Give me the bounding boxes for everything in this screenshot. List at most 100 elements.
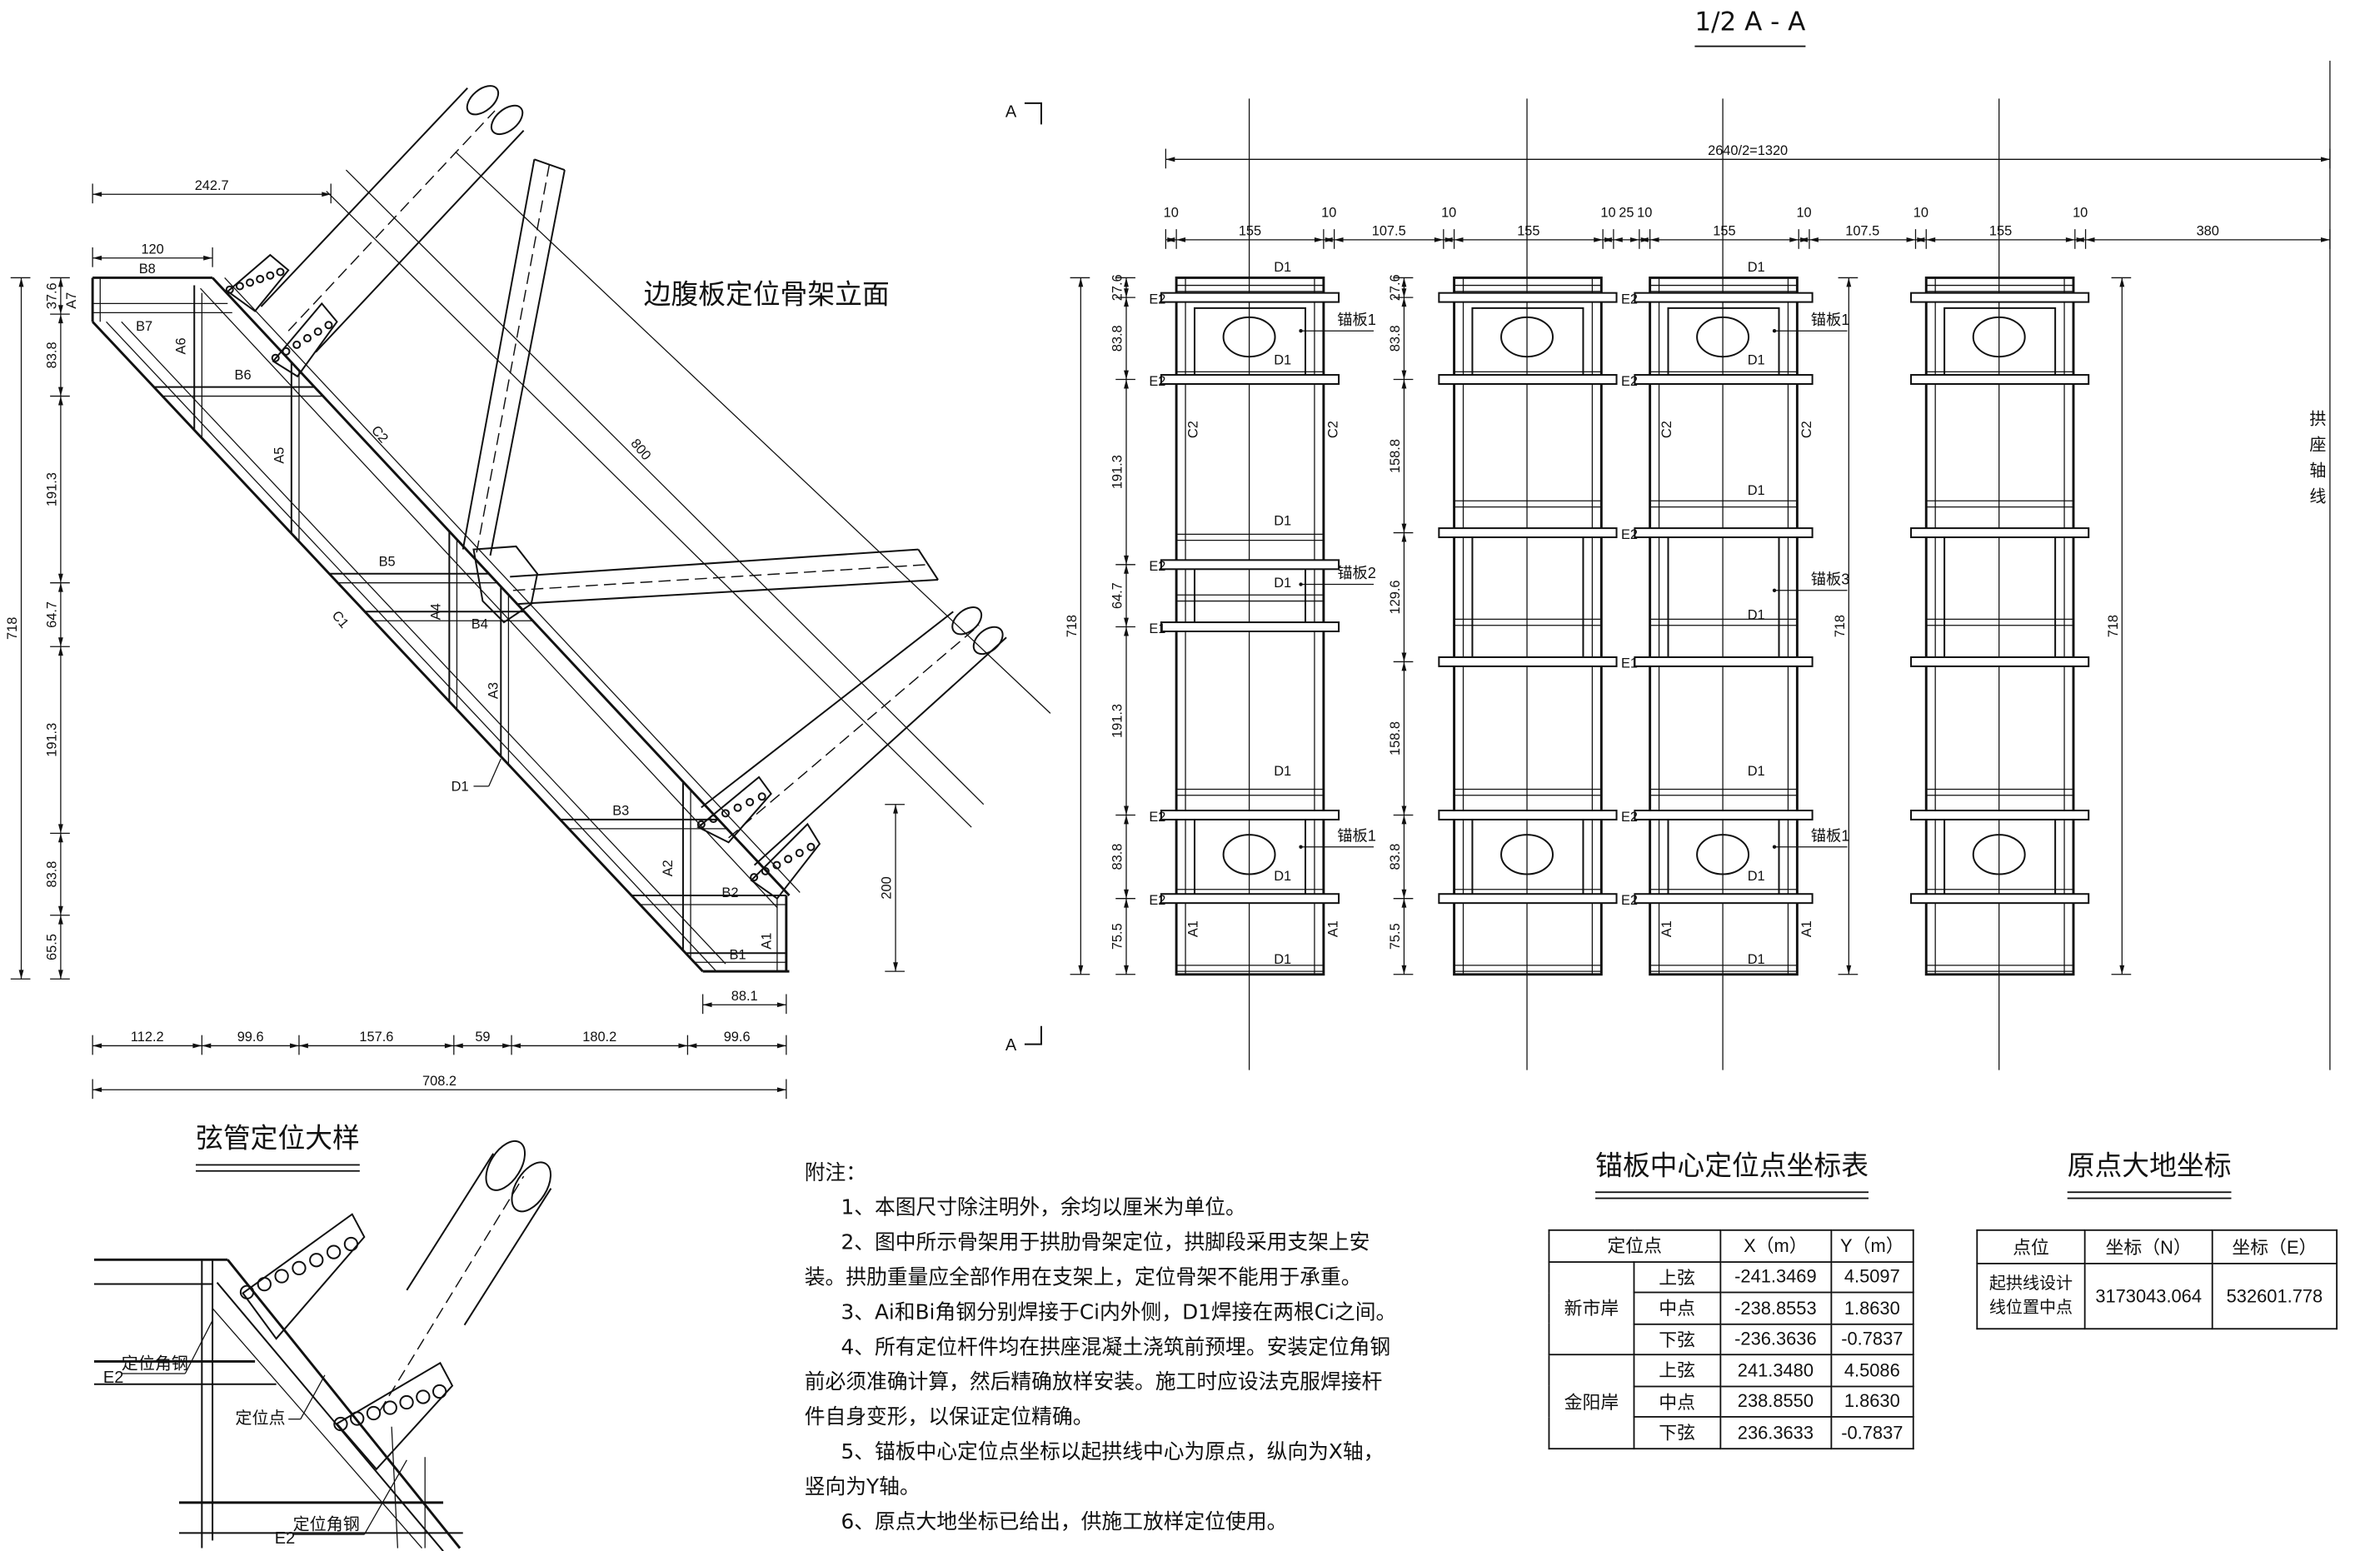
d1-label: D1 (1748, 869, 1765, 884)
web-strut (462, 159, 536, 550)
dimension-label: 191.3 (44, 472, 59, 506)
arrowhead (1124, 617, 1129, 627)
arrowhead (776, 1043, 786, 1049)
anchor-plate-label: 锚板1 (1337, 312, 1376, 328)
x-cell: 236.3633 (1719, 1416, 1832, 1449)
bolt-hole (746, 797, 755, 806)
leader-dot (1299, 582, 1303, 586)
dimension-label: 75.5 (1110, 923, 1125, 950)
bolt-hole (235, 282, 244, 291)
anchor-table-title-text: 锚板中心定位点坐标表 (1595, 1150, 1869, 1183)
dimension-label: 129.6 (1388, 581, 1403, 615)
bolt-hole (309, 1253, 324, 1268)
y-cell: 1.8630 (1829, 1291, 1914, 1324)
detail-title: 弦管定位大样 (196, 1117, 360, 1172)
dimension-label: 158.8 (1388, 721, 1403, 756)
member-label-b3: B3 (612, 803, 629, 818)
arrowhead (1401, 889, 1407, 899)
dimension-label: 158.8 (1388, 439, 1403, 473)
e-plate (1634, 527, 1814, 539)
bolt-hole (225, 285, 234, 294)
table-header-row: 定位点 X（m） Y（m） (1548, 1229, 1914, 1263)
dimension-label: 27.6 (1110, 274, 1125, 301)
anchor-plate (1667, 307, 1780, 381)
bolt-hole (274, 1269, 289, 1284)
e2-label: E2 (1621, 292, 1638, 307)
leader-line (488, 758, 501, 787)
e-plate (1438, 809, 1618, 820)
origin-coordinate-table: 点位 坐标（N） 坐标（E） 起拱线设计线位置中点 3173043.064 53… (1976, 1229, 2338, 1330)
web-strut (489, 169, 566, 556)
arrowhead (1078, 277, 1084, 287)
bolt-hole (709, 815, 718, 824)
arrowhead (1124, 898, 1129, 908)
lower-chord-c1 (92, 321, 704, 973)
dimension-label: 708.2 (422, 1074, 457, 1089)
e2-label: E2 (1149, 559, 1165, 574)
arrowhead (1800, 237, 1809, 242)
y-cell: 4.5086 (1829, 1354, 1914, 1387)
notes-heading: 附注： (804, 1160, 867, 1186)
dimension-label: 155 (1239, 223, 1261, 238)
member-label-c1: C1 (329, 608, 352, 631)
x-cell: 241.3480 (1719, 1354, 1832, 1387)
arrowhead (1314, 237, 1324, 242)
bolt-hole (256, 274, 265, 283)
bolt-hole (246, 278, 255, 287)
arrowhead (1401, 370, 1407, 380)
arrowhead (1629, 237, 1639, 242)
arrowhead (1926, 237, 1936, 242)
x-cell: -238.8553 (1719, 1291, 1832, 1324)
arrowhead (2065, 237, 2075, 242)
dimension-label: 88.1 (731, 989, 758, 1004)
anchor-hole (1222, 316, 1276, 358)
dimension-label: 99.6 (724, 1030, 751, 1045)
bolt-hole (366, 1405, 382, 1421)
dimension-label: 10 (1164, 206, 1179, 221)
e1-label: E1 (1149, 621, 1165, 636)
arrowhead (2076, 237, 2086, 242)
column-outline (1649, 276, 1799, 976)
bolt-hole (416, 1389, 431, 1404)
note-item: 6、原点大地坐标已给出，供施工放样定位使用。 (841, 1509, 1288, 1535)
detail-title-text: 弦管定位大样 (196, 1123, 360, 1155)
d1-label: D1 (1748, 607, 1765, 622)
arrowhead (57, 970, 63, 980)
title-underline (2067, 1187, 2232, 1194)
e-plate (1160, 809, 1340, 820)
bolt-hole (333, 1416, 348, 1432)
title-underline (196, 1160, 360, 1166)
n-cell: 3173043.064 (2083, 1262, 2213, 1330)
arrowhead (444, 1043, 454, 1049)
y-cell: 1.8630 (1829, 1384, 1914, 1418)
e-plate (1438, 893, 1618, 905)
dimension-label: 107.5 (1372, 223, 1406, 238)
dimension-label: 99.6 (237, 1030, 264, 1045)
arrowhead (1124, 277, 1129, 287)
note-item: 3、Ai和Bi角钢分别焊接于Ci内外侧，D1焊接在两根Ci之间。 (841, 1300, 1397, 1325)
bolt-hole (326, 1244, 342, 1259)
arrowhead (298, 1043, 308, 1049)
arrowhead (203, 255, 213, 261)
member-label-a4: A4 (428, 603, 443, 620)
dimension-label: 191.3 (44, 723, 59, 757)
table-row: 金阳岸 上弦 241.3480 4.5086 (1548, 1354, 1914, 1449)
section-title: 1/2 A - A (1694, 7, 1806, 47)
member-label-a3: A3 (486, 682, 501, 699)
bolt-hole (784, 855, 793, 864)
e2-label: E2 (1621, 810, 1638, 825)
d1-label: D1 (1274, 352, 1291, 367)
dimension-label: 10 (1796, 206, 1811, 221)
arrowhead (893, 804, 898, 814)
title-underline (1595, 1187, 1869, 1194)
dimension-label: 83.8 (1388, 844, 1403, 870)
arrowhead (192, 1043, 202, 1049)
dimension-label: 64.7 (44, 601, 59, 628)
arrowhead (92, 255, 102, 261)
bolt-hole (750, 873, 759, 882)
d1-label: D1 (1748, 483, 1765, 498)
note-item: 5、锚板中心定位点坐标以起拱线中心为原点，纵向为X轴，竖向为Y轴。 (804, 1440, 1385, 1500)
